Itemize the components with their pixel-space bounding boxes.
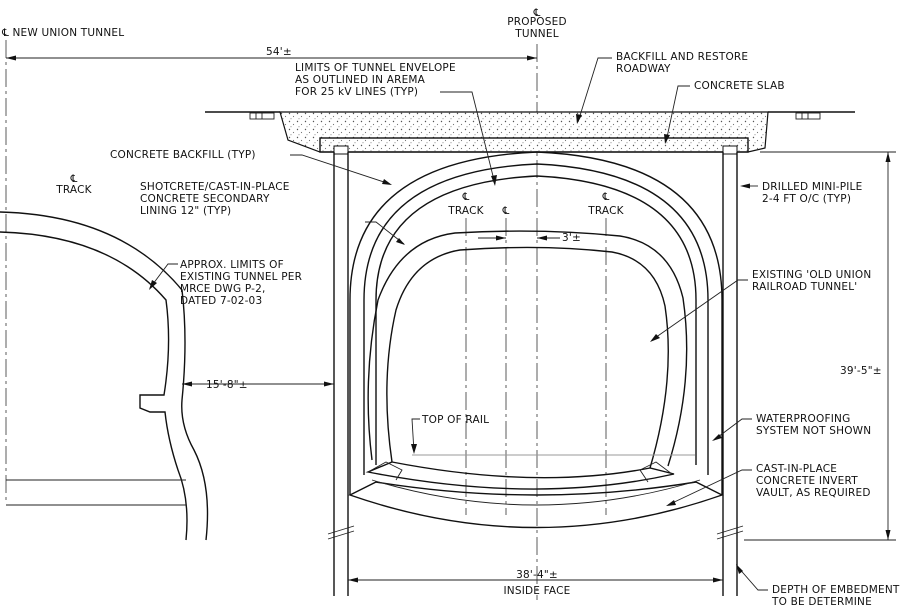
label-drilled-1: DRILLED MINI-PILE <box>762 181 862 193</box>
label-cl-new-union-tunnel: ℄ NEW UNION TUNNEL <box>1 27 124 39</box>
label-proposed: PROPOSED <box>507 16 566 28</box>
mini-pile-right <box>716 145 744 596</box>
label-backfill-1: BACKFILL AND RESTORE <box>616 51 748 63</box>
backfill-roadway <box>279 111 769 153</box>
label-tunnel: TUNNEL <box>514 28 559 40</box>
label-approx-1: APPROX. LIMITS OF <box>180 259 284 271</box>
label-limits-1: LIMITS OF TUNNEL ENVELOPE <box>295 62 456 74</box>
old-tunnel-outer <box>367 230 688 467</box>
leader-approx-limits <box>149 263 178 289</box>
label-shotcrete-2: CONCRETE SECONDARY <box>140 193 270 205</box>
label-dim-38-4: 38'-4"± <box>516 569 558 581</box>
curb-left <box>249 112 275 120</box>
mini-pile-left <box>327 145 355 596</box>
label-depth-1: DEPTH OF EMBEDMENT <box>772 584 900 596</box>
leader-cip-invert <box>667 469 752 506</box>
leader-top-of-rail <box>411 418 420 453</box>
label-cl-mid: ℄ <box>502 205 510 217</box>
leader-shotcrete <box>365 221 405 245</box>
label-backfill-2: ROADWAY <box>616 63 671 75</box>
leader-concrete-backfill <box>290 154 391 185</box>
bench-right <box>639 461 673 483</box>
label-track-mid-left: TRACK <box>447 205 484 217</box>
label-approx-4: DATED 7-02-03 <box>180 295 262 307</box>
leader-concrete-slab <box>665 85 690 143</box>
leader-waterproofing <box>713 418 752 441</box>
bench-left <box>367 461 403 481</box>
label-limits-2: AS OUTLINED IN AREMA <box>295 74 426 86</box>
leader-depth-embedment <box>736 565 768 591</box>
label-cip-2: CONCRETE INVERT <box>756 475 858 487</box>
leader-existing-tunnel <box>651 279 748 341</box>
label-dim-15-8: 15'-8"± <box>206 379 248 391</box>
label-concrete-slab: CONCRETE SLAB <box>694 80 785 92</box>
label-track-mid-right: TRACK <box>587 205 624 217</box>
label-cip-1: CAST-IN-PLACE <box>756 463 837 475</box>
track-bed <box>365 461 675 490</box>
label-concrete-backfill: CONCRETE BACKFILL (TYP) <box>110 149 256 161</box>
label-cl-track-mid-left: ℄ <box>462 191 470 203</box>
old-tunnel-inner <box>386 246 669 469</box>
label-limits-3: FOR 25 kV LINES (TYP) <box>295 86 418 98</box>
leader-limits-envelope <box>440 91 496 185</box>
secondary-lining-inner <box>375 175 697 465</box>
label-existing-1: EXISTING 'OLD UNION <box>752 269 871 281</box>
existing-tunnel-outer <box>0 211 209 541</box>
label-inside-face: INSIDE FACE <box>503 585 570 597</box>
label-track-left: TRACK <box>55 184 92 196</box>
label-cl-track-left: ℄ <box>70 173 78 185</box>
label-existing-2: RAILROAD TUNNEL' <box>752 281 857 293</box>
secondary-lining-outer <box>363 163 709 475</box>
dim-arrow <box>6 55 16 61</box>
invert-vault <box>348 481 724 529</box>
invert-vault-inner <box>371 479 701 506</box>
label-cl-proposed: ℄ <box>533 7 541 19</box>
dim-arrow <box>527 55 537 61</box>
label-shotcrete-3: LINING 12" (TYP) <box>140 205 231 217</box>
leader-backfill <box>577 57 612 123</box>
label-cl-track-mid-right: ℄ <box>602 191 610 203</box>
label-waterproof-2: SYSTEM NOT SHOWN <box>756 425 871 437</box>
label-drilled-2: 2-4 FT O/C (TYP) <box>762 193 851 205</box>
label-dim-3: 3'± <box>562 232 581 244</box>
tunnel-envelope-outer <box>349 151 723 495</box>
label-dim-54: 54'± <box>266 46 292 58</box>
label-shotcrete-1: SHOTCRETE/CAST-IN-PLACE <box>140 181 290 193</box>
label-approx-2: EXISTING TUNNEL PER <box>180 271 302 283</box>
label-cip-3: VAULT, AS REQUIRED <box>756 487 871 499</box>
label-approx-3: MRCE DWG P-2, <box>180 283 266 295</box>
existing-tunnel-inner <box>0 231 188 541</box>
label-top-of-rail: TOP OF RAIL <box>421 414 489 426</box>
label-dim-39-5: 39'-5"± <box>840 365 882 377</box>
curb-right <box>795 112 821 120</box>
label-waterproof-1: WATERPROOFING <box>756 413 850 425</box>
label-depth-2: TO BE DETERMINE <box>771 596 872 608</box>
